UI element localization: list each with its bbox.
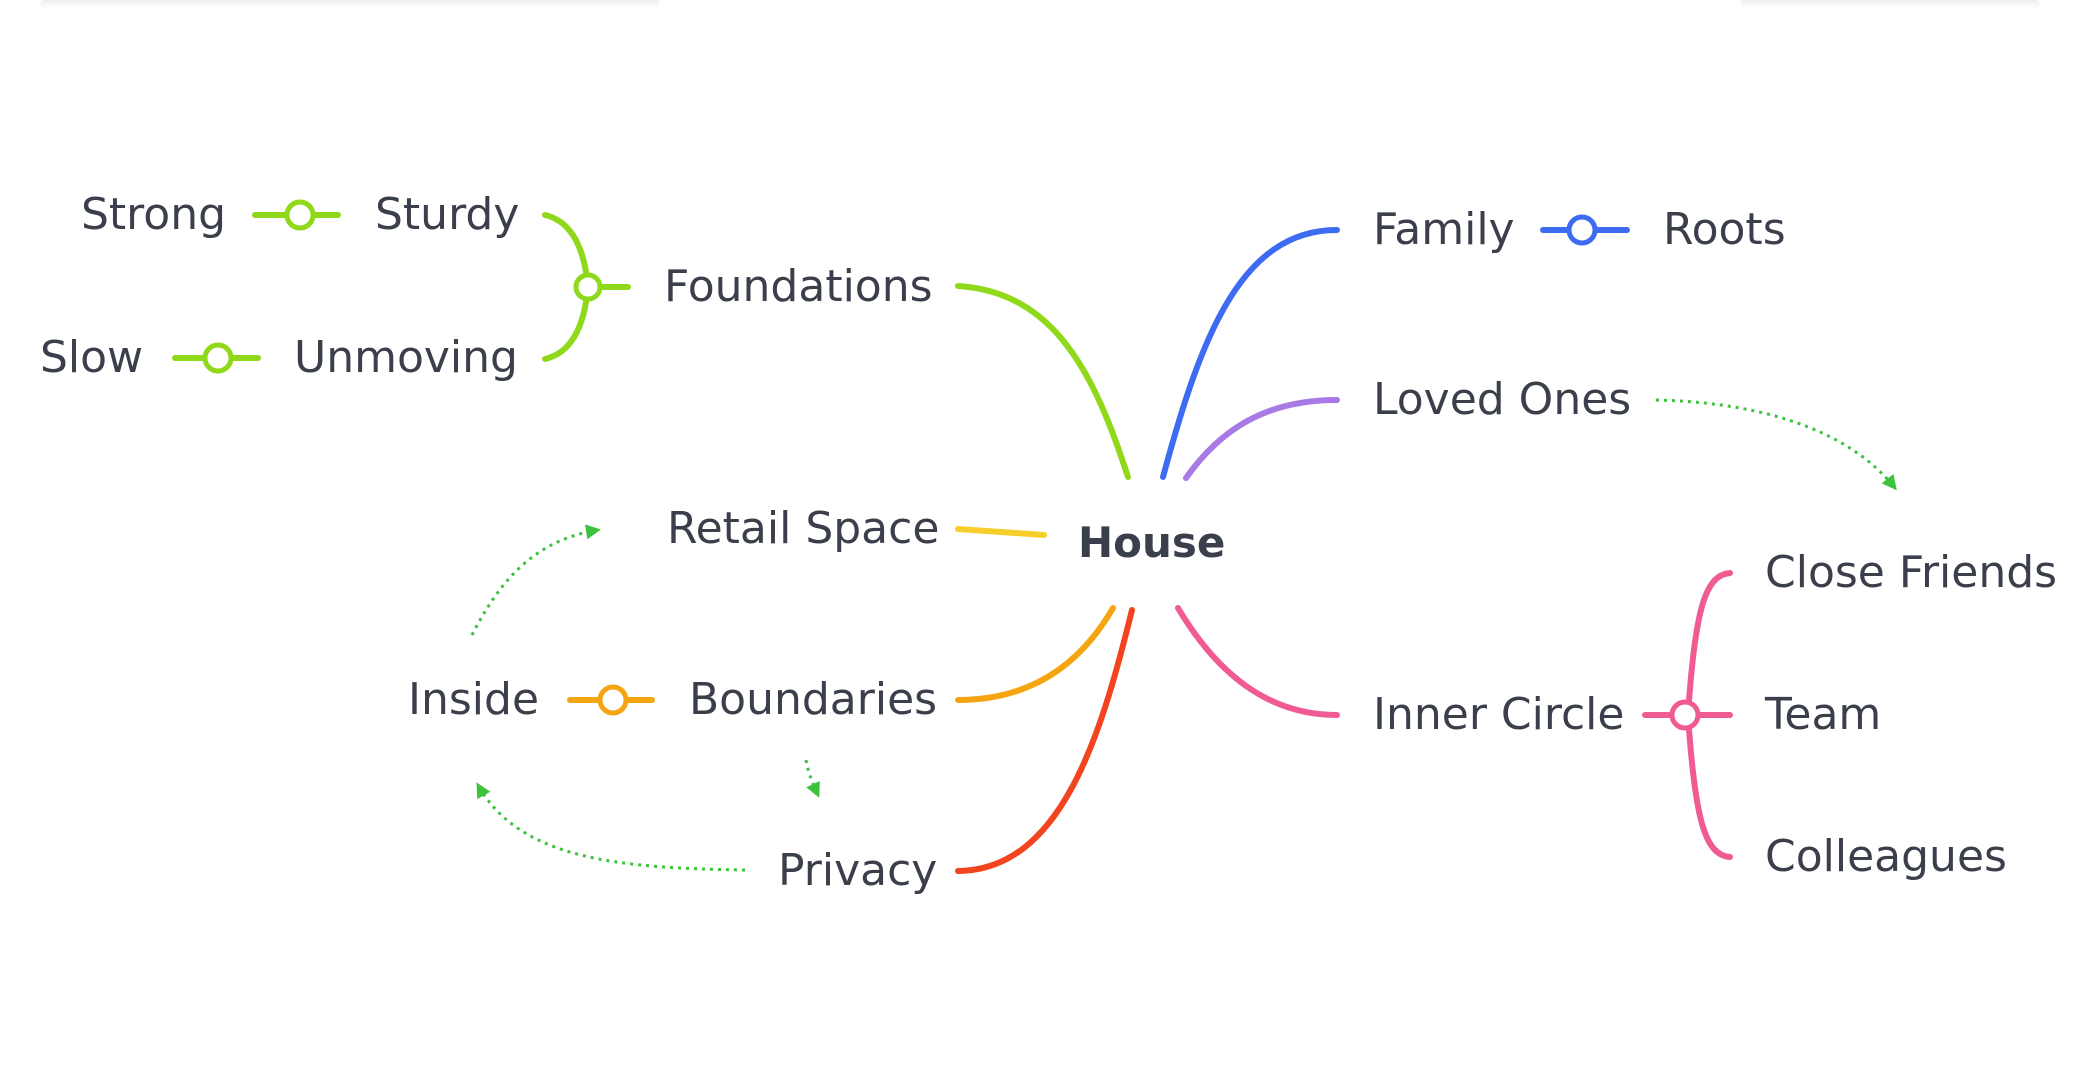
slow-unmoving-connector-node bbox=[202, 342, 234, 374]
node-boundaries[interactable]: Boundaries bbox=[689, 674, 938, 725]
family-connector-node bbox=[1566, 214, 1598, 246]
node-colleagues[interactable]: Colleagues bbox=[1765, 831, 2007, 882]
inner-circle-connector-node bbox=[1669, 699, 1701, 731]
node-unmoving[interactable]: Unmoving bbox=[294, 332, 518, 383]
edge-family bbox=[1160, 227, 1340, 480]
node-roots[interactable]: Roots bbox=[1663, 204, 1786, 255]
edge-privacy bbox=[955, 607, 1135, 874]
node-sturdy[interactable]: Sturdy bbox=[375, 189, 520, 240]
node-foundations[interactable]: Foundations bbox=[664, 261, 933, 312]
node-strong[interactable]: Strong bbox=[81, 189, 227, 240]
top-left-shadow bbox=[40, 0, 660, 8]
strong-sturdy-connector-node bbox=[284, 199, 316, 231]
node-team[interactable]: Team bbox=[1765, 689, 1882, 740]
relation-loved-ones-to-inner-circle bbox=[1655, 398, 1897, 491]
top-right-shadow bbox=[1740, 0, 2040, 8]
edge-retail-space bbox=[955, 526, 1047, 538]
edge-foundations bbox=[955, 283, 1131, 480]
foundations-connector-node bbox=[573, 272, 603, 302]
node-family[interactable]: Family bbox=[1373, 204, 1515, 255]
central-topic-house[interactable]: House bbox=[1078, 518, 1226, 567]
node-inner-circle[interactable]: Inner Circle bbox=[1373, 689, 1625, 740]
node-close-friends[interactable]: Close Friends bbox=[1765, 547, 2058, 598]
node-slow[interactable]: Slow bbox=[40, 332, 144, 383]
boundaries-connector-node bbox=[597, 684, 629, 716]
relation-privacy-to-inside bbox=[476, 782, 746, 872]
node-retail-space[interactable]: Retail Space bbox=[667, 503, 940, 554]
node-inside[interactable]: Inside bbox=[408, 674, 540, 725]
relation-inside-to-retail bbox=[470, 524, 601, 636]
node-loved-ones[interactable]: Loved Ones bbox=[1373, 374, 1632, 425]
edge-inner-circle bbox=[1175, 605, 1340, 718]
relation-boundaries-to-privacy bbox=[804, 759, 820, 798]
edge-loved-ones bbox=[1183, 397, 1340, 481]
node-privacy[interactable]: Privacy bbox=[778, 845, 938, 896]
edge-boundaries bbox=[955, 605, 1116, 703]
